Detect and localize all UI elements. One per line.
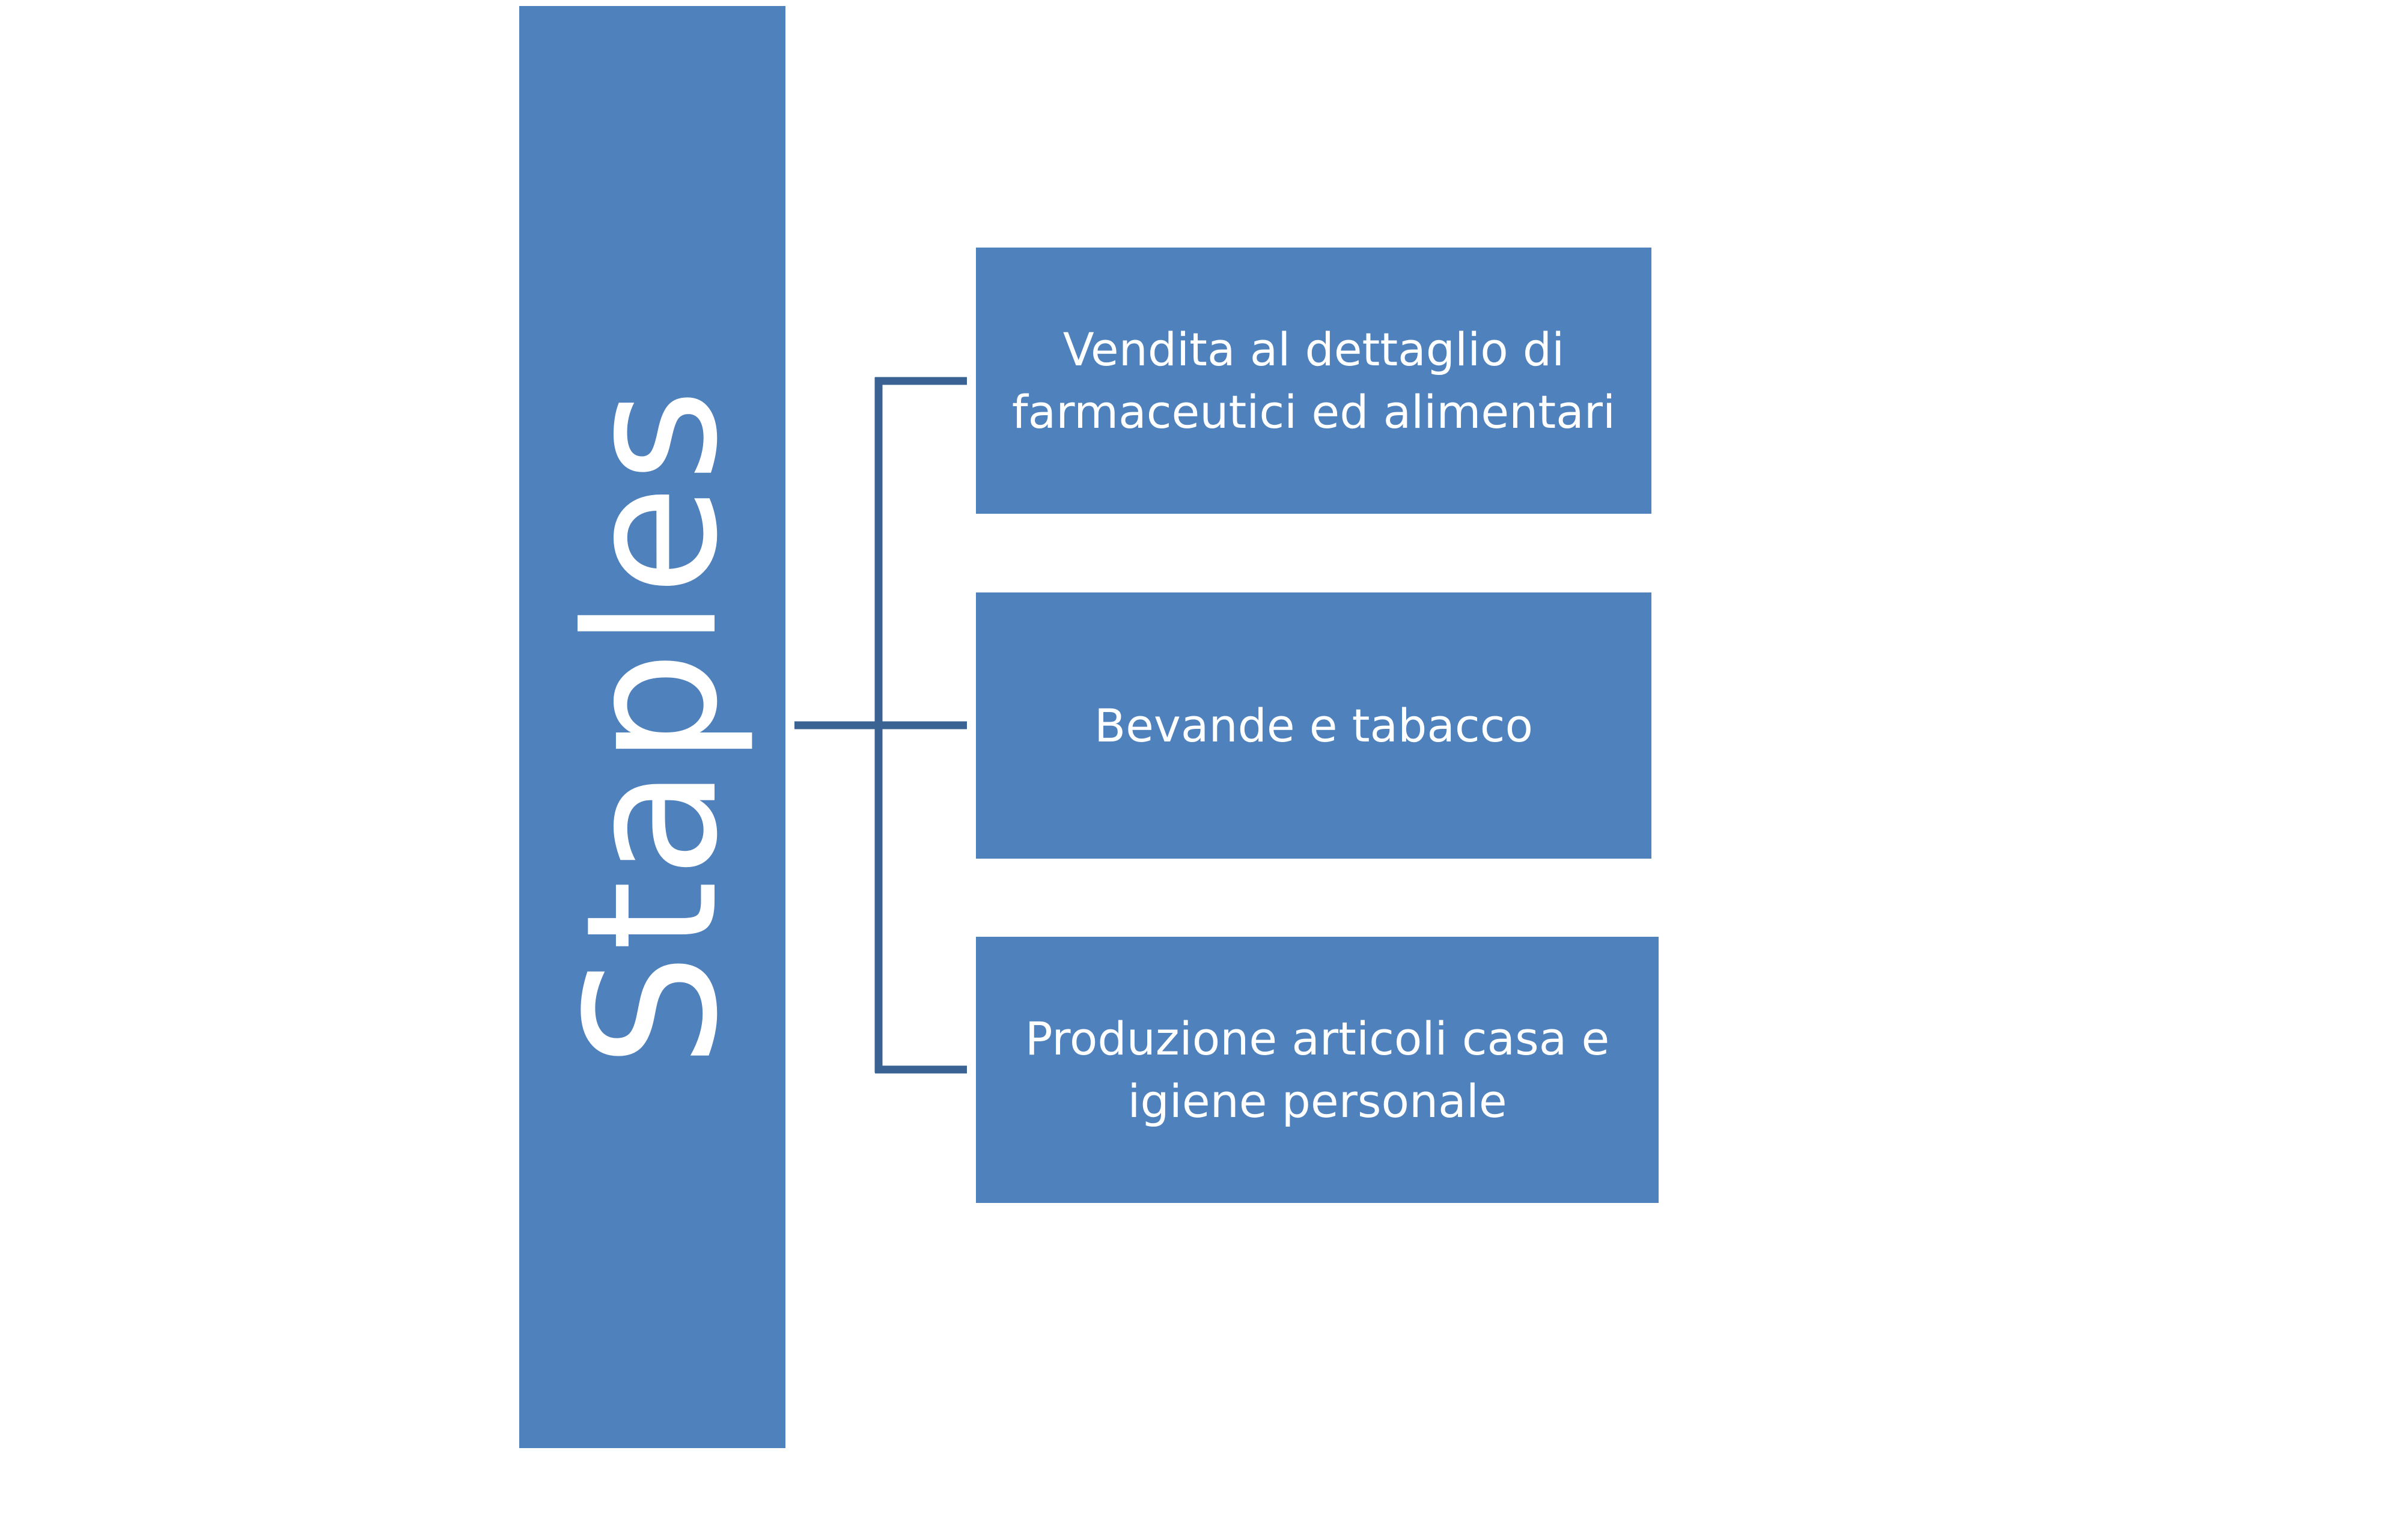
- child-node-household: Produzione articoli casa e igiene person…: [976, 937, 1659, 1203]
- child-node-retail: Vendita al dettaglio di farmaceutici ed …: [976, 248, 1651, 514]
- child-node-beverages: Bevande e tabacco: [976, 592, 1651, 859]
- child-node-label: Produzione articoli casa e igiene person…: [1025, 1011, 1610, 1128]
- child-node-label: Vendita al dettaglio di farmaceutici ed …: [1011, 322, 1616, 439]
- root-node-staples: Staples: [519, 6, 785, 1448]
- child-node-label: Bevande e tabacco: [1094, 698, 1533, 752]
